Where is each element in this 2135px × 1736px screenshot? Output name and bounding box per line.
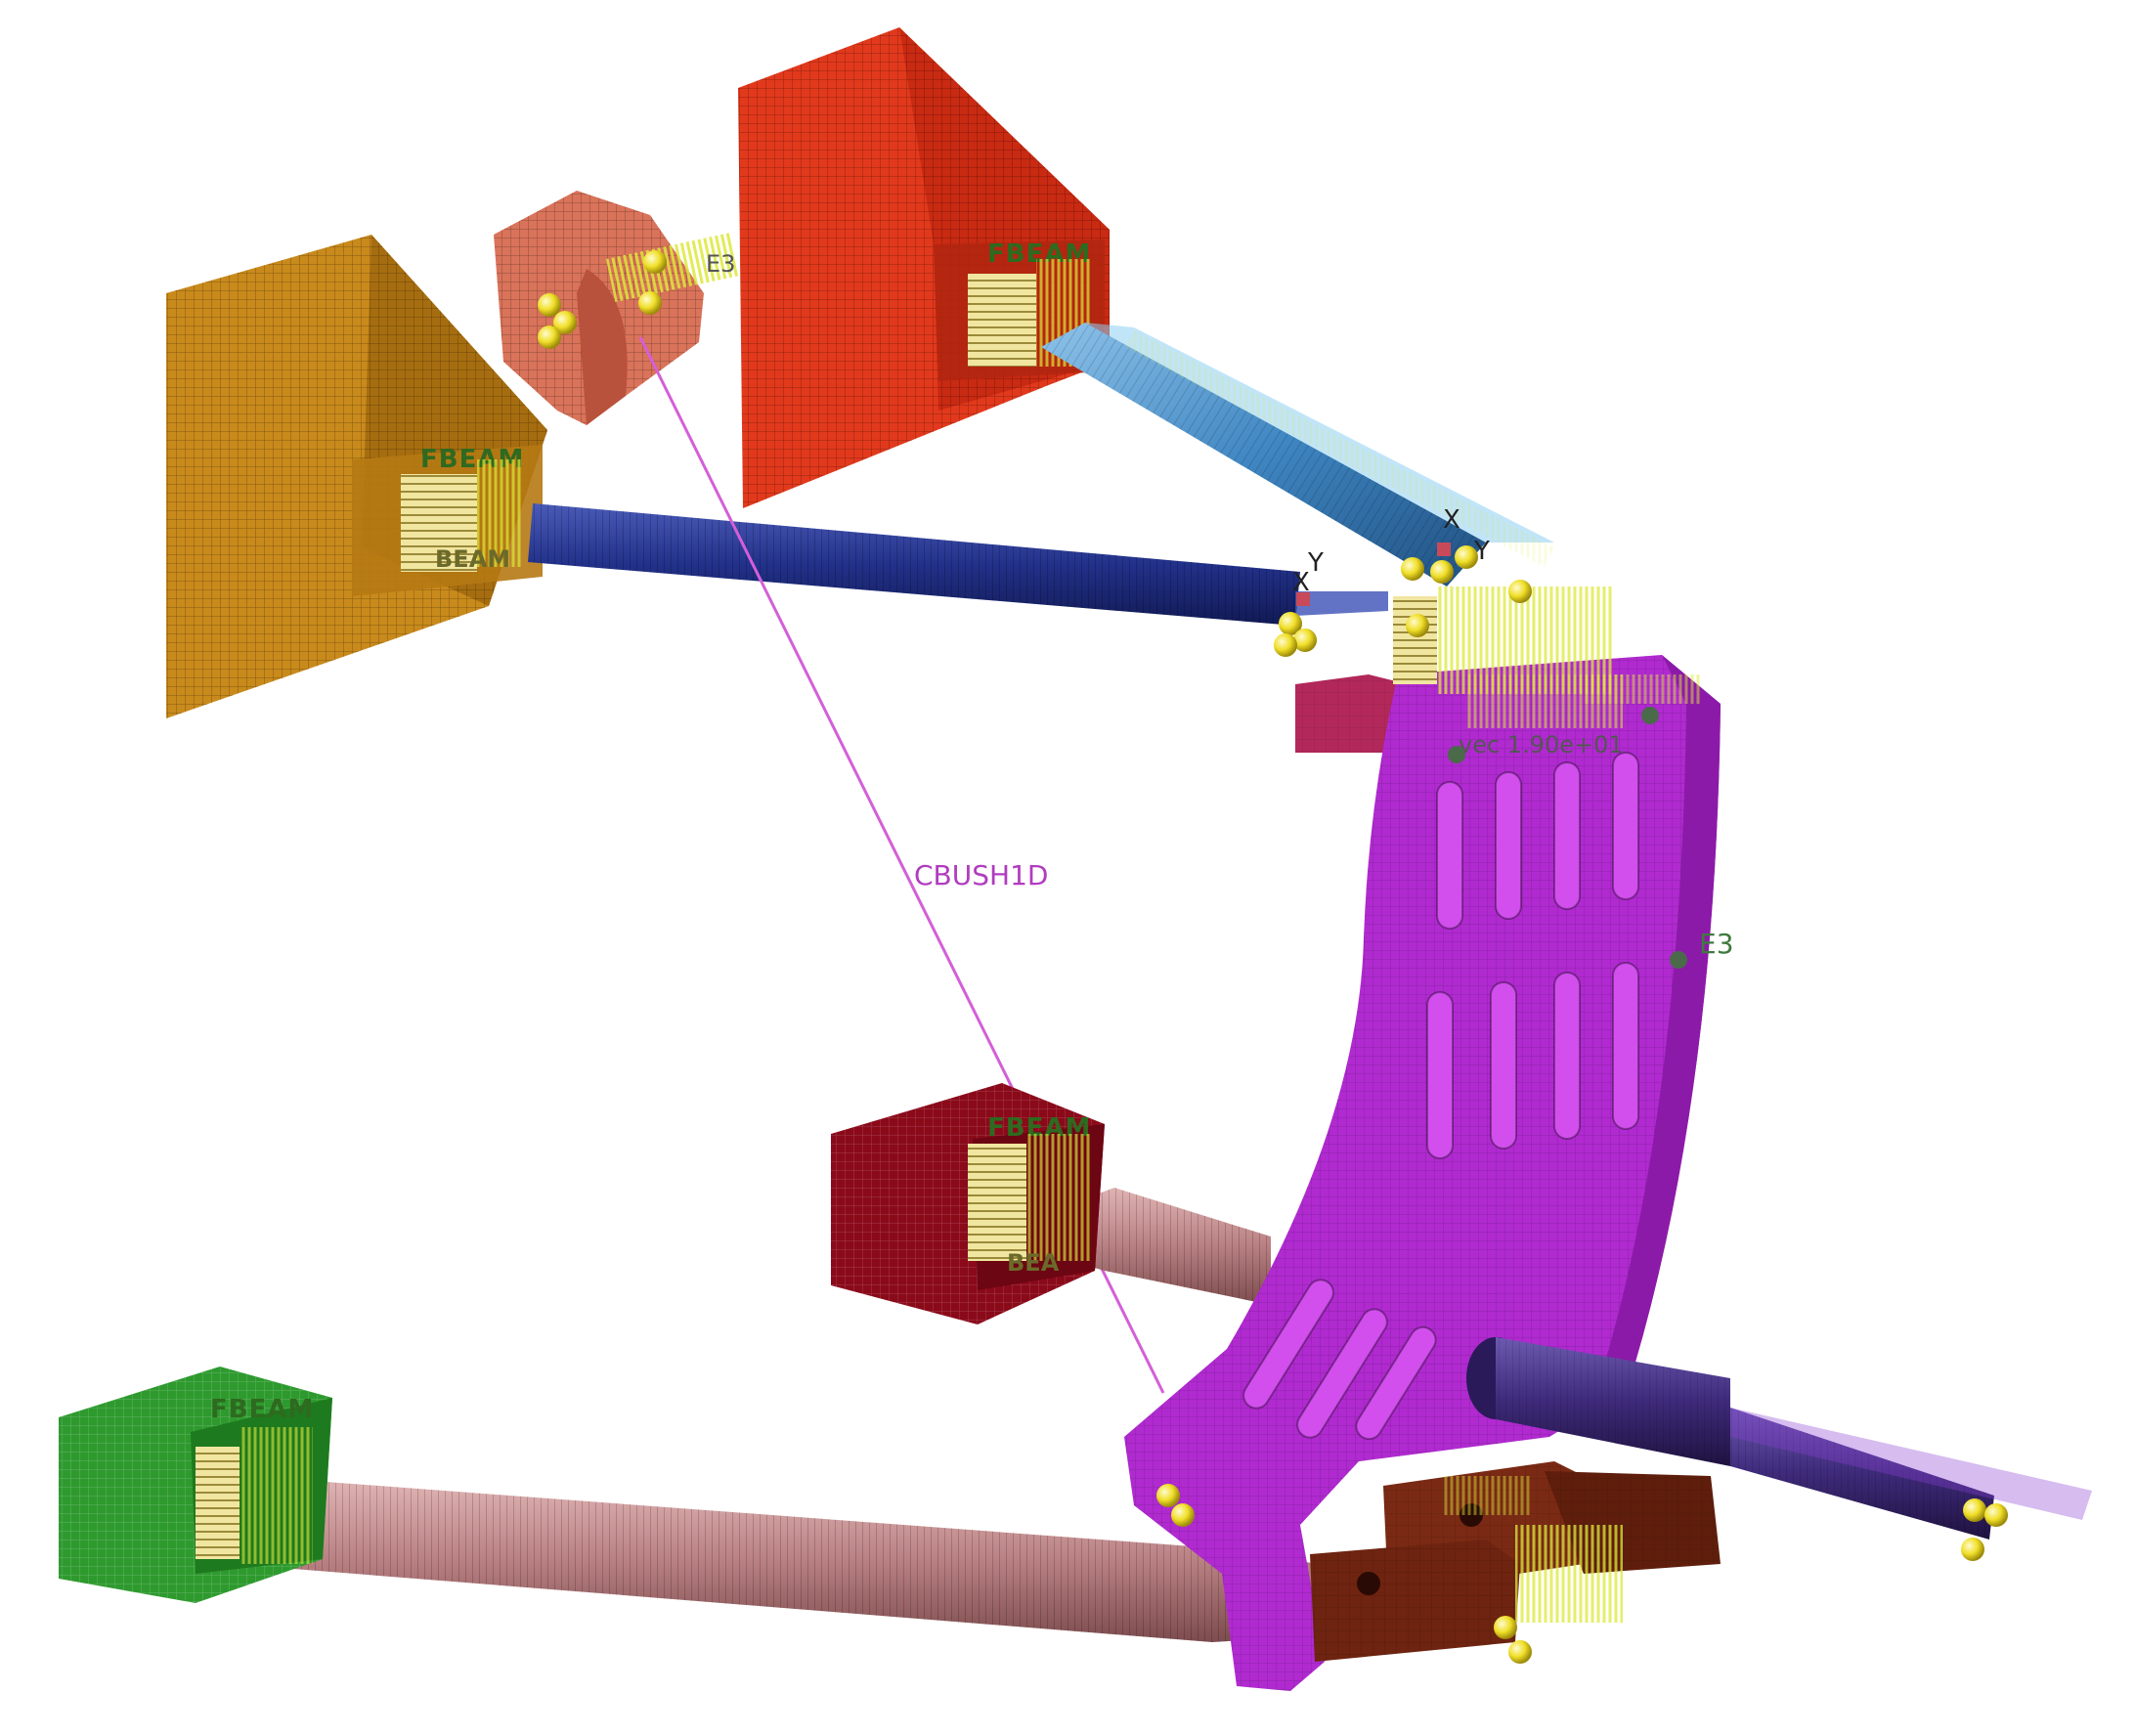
spring-coil bbox=[968, 1144, 1026, 1261]
spring-cluster-top bbox=[1393, 586, 1701, 728]
vector-readout: vec 1.90e+01 bbox=[1459, 731, 1624, 759]
red-mount-bracket[interactable]: FBEAM bbox=[738, 27, 1110, 508]
darkred-mount-bracket[interactable]: FBEAM BEA bbox=[831, 1083, 1105, 1324]
spring-coil bbox=[968, 274, 1036, 367]
svg-text:Y: Y bbox=[1307, 548, 1324, 578]
node-marker bbox=[1448, 746, 1465, 763]
svg-text:X: X bbox=[1443, 505, 1460, 535]
pink-middle-rod[interactable] bbox=[1070, 1188, 1271, 1305]
svg-text:X: X bbox=[1292, 568, 1310, 597]
e3-label: E3 bbox=[1699, 928, 1734, 960]
indigo-spindle-shaft[interactable] bbox=[1466, 1337, 2092, 1540]
spring-cluster-bottom bbox=[1442, 1476, 1623, 1623]
olive-mount-bracket[interactable]: FBEAM BEAM bbox=[166, 235, 547, 718]
spring-coil bbox=[196, 1447, 240, 1559]
crimson-block[interactable] bbox=[1295, 674, 1408, 753]
beam-label: BEAM bbox=[435, 545, 510, 573]
cbush1d-label: CBUSH1D bbox=[914, 859, 1048, 891]
pink-tie-rod[interactable] bbox=[293, 1481, 1403, 1642]
fbeam-label: FBEAM bbox=[210, 1395, 314, 1424]
beam-short-label: BEA bbox=[1007, 1249, 1060, 1277]
rigid-node-markers bbox=[538, 250, 2008, 1664]
magenta-knuckle[interactable]: vec 1.90e+01 E3 bbox=[1124, 655, 1734, 1691]
lightblue-control-rod[interactable] bbox=[1041, 323, 1554, 586]
green-mount-bracket[interactable]: FBEAM bbox=[59, 1367, 332, 1603]
salmon-mount-bracket[interactable]: E3 bbox=[494, 191, 740, 425]
node-marker bbox=[1670, 951, 1687, 969]
spring-coil bbox=[401, 474, 477, 572]
fragment-e3-label: E3 bbox=[706, 250, 735, 278]
navy-control-rod[interactable] bbox=[528, 503, 1388, 626]
node-marker bbox=[1641, 707, 1659, 724]
